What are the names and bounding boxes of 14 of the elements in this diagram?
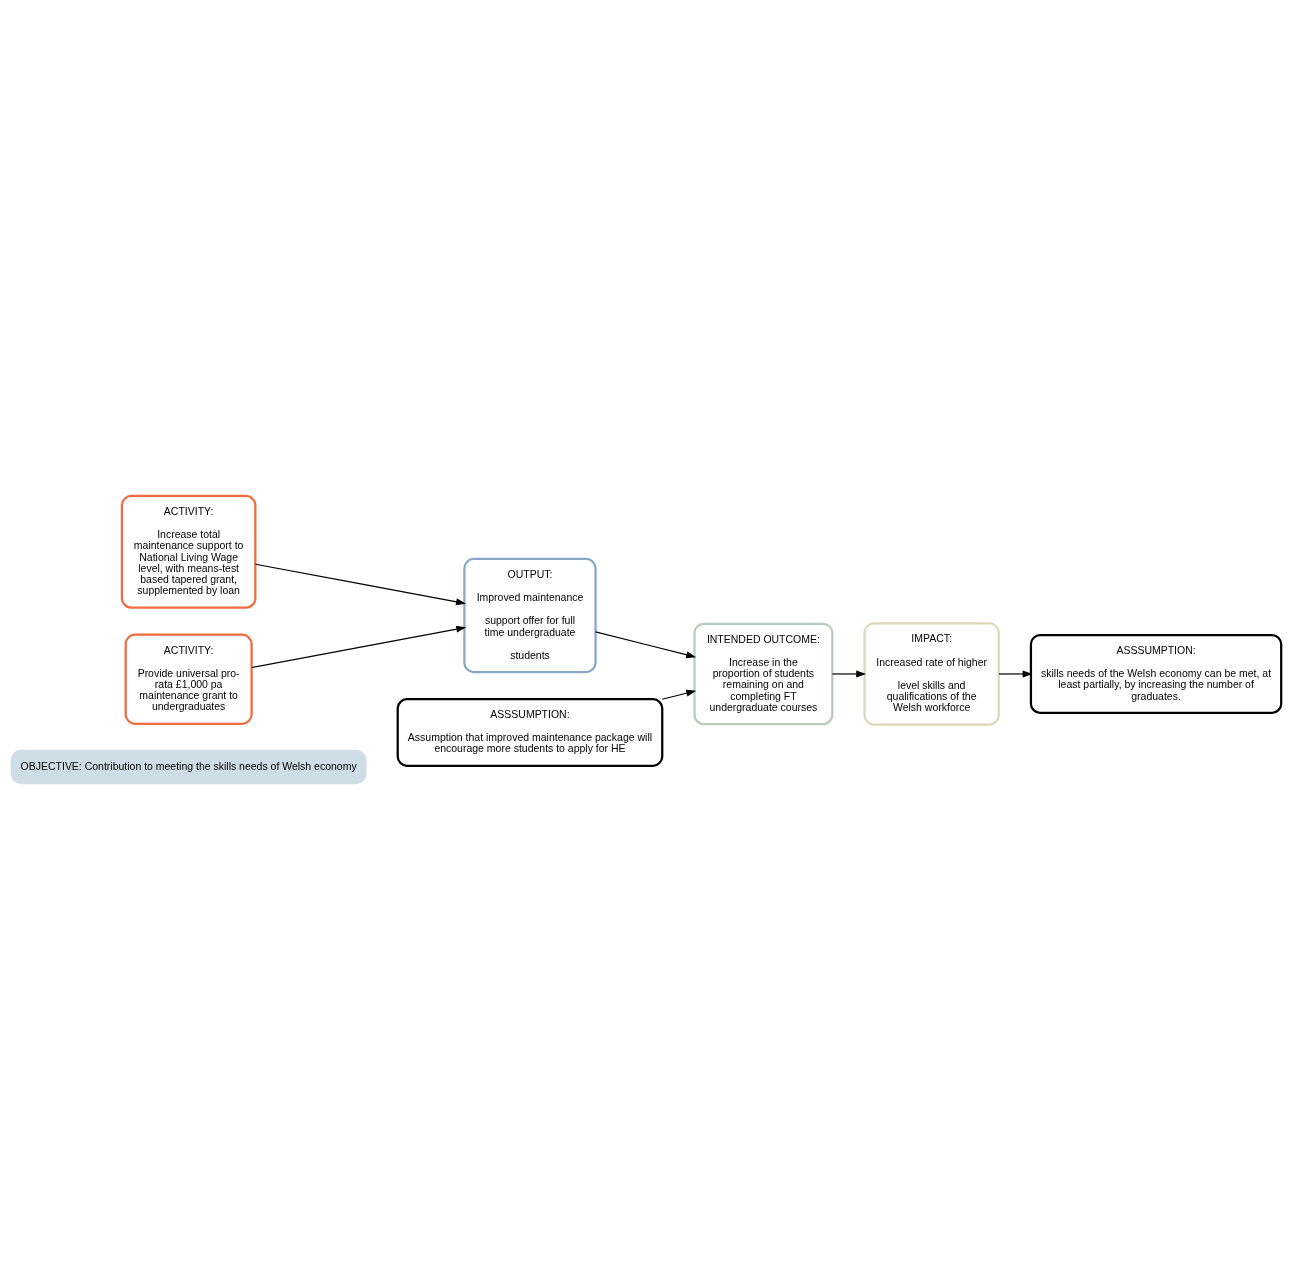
node-box: IMPACT: Increased rate of higher level skills and qualifications of the Welsh workforce bbox=[863, 621, 1000, 726]
node-box: OUTPUT: Improved maintenance support offer for full time undergraduate students bbox=[463, 557, 597, 673]
node-box: OBJECTIVE: Contribution to meeting the skills needs of Welsh economy bbox=[10, 749, 367, 784]
node-box: ACTIVITY: Provide universal pro-rata £1,000 pa maintenance grant to undergraduates bbox=[124, 633, 253, 725]
node-box: ACTIVITY: Increase total maintenance support to National Living Wage level, with means-test based tapered grant, supplemented by loan bbox=[120, 494, 257, 609]
arrow bbox=[831, 670, 867, 677]
arrow bbox=[595, 630, 697, 658]
arrow bbox=[254, 563, 466, 605]
arrow bbox=[251, 625, 467, 668]
arrow bbox=[661, 689, 697, 700]
node-box: ASSSUMPTION: skills needs of the Welsh economy can be met, at least partially, by increasing the number of graduates. bbox=[1029, 633, 1283, 714]
node-box: INTENDED OUTCOME: Increase in the proportion of students remaining on and completing FT undergraduate courses bbox=[693, 622, 834, 725]
arrow bbox=[998, 670, 1033, 677]
node-box: ASSSUMPTION: Assumption that improved maintenance package will encourage more students to apply for HE bbox=[396, 697, 664, 767]
